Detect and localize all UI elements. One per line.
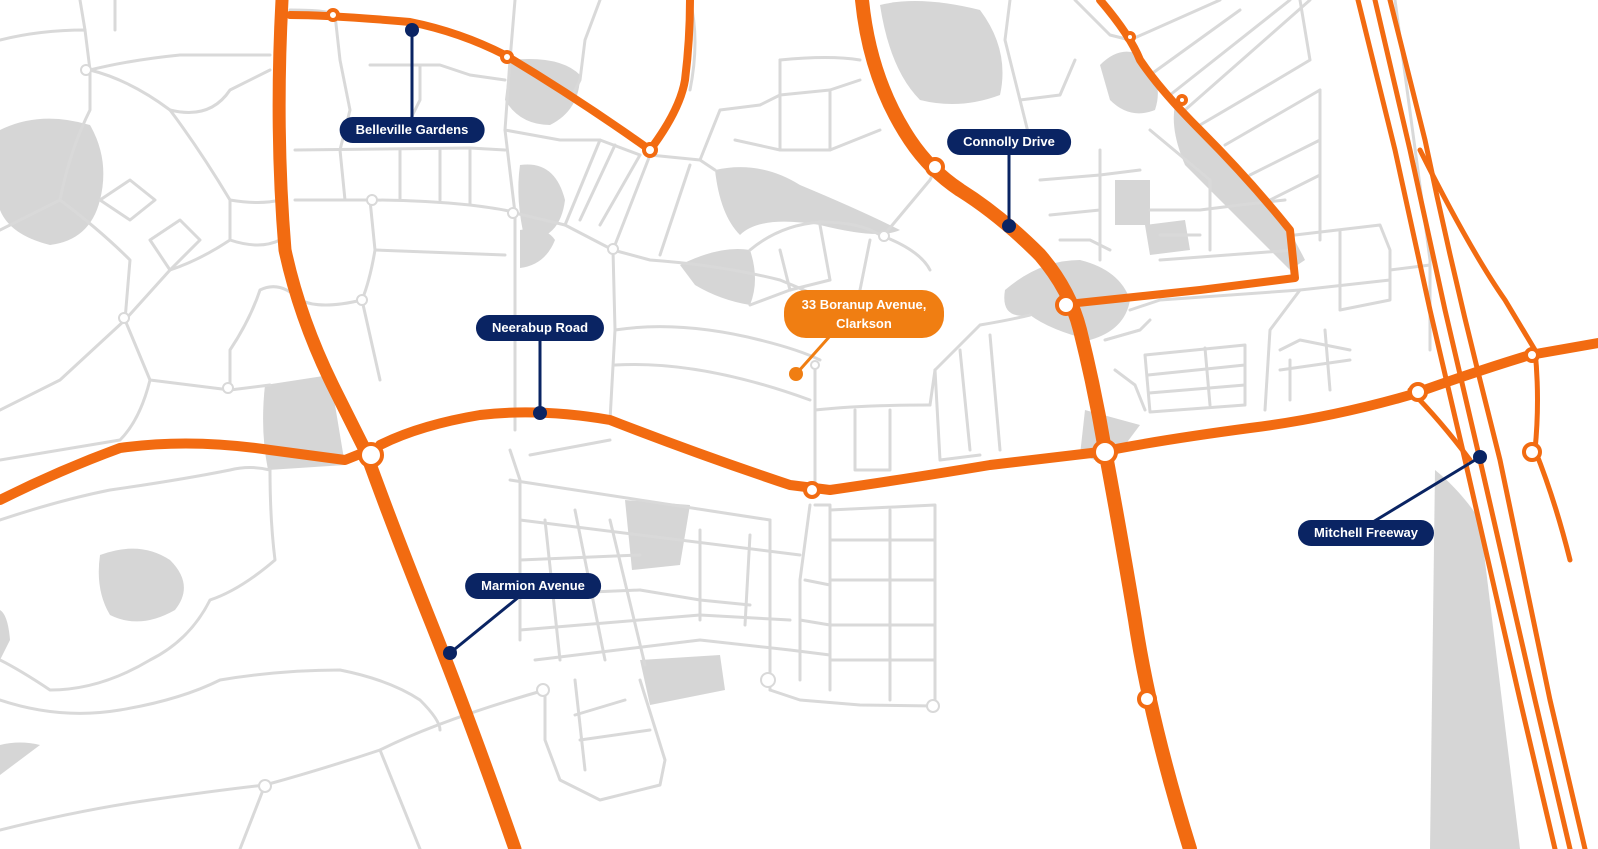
belleville-gardens-label[interactable]: Belleville Gardens bbox=[339, 117, 485, 143]
minor-junctions bbox=[80, 64, 940, 793]
label-pointers bbox=[405, 23, 1487, 660]
marmion-avenue-marker[interactable] bbox=[443, 646, 457, 660]
mitchell-freeway-label[interactable]: Mitchell Freeway bbox=[1297, 520, 1435, 546]
roundabouts bbox=[326, 8, 1542, 709]
connolly-drive-label[interactable]: Connolly Drive bbox=[947, 129, 1071, 155]
mitchell-freeway-marker[interactable] bbox=[1473, 450, 1487, 464]
property-location-marker[interactable] bbox=[789, 367, 803, 381]
marmion-avenue-label[interactable]: Marmion Avenue bbox=[465, 573, 601, 599]
connolly-drive-marker[interactable] bbox=[1002, 219, 1016, 233]
park-areas bbox=[0, 1, 1520, 849]
neerabup-road-label[interactable]: Neerabup Road bbox=[475, 315, 605, 341]
property-address-label[interactable]: 33 Boranup Avenue, Clarkson bbox=[784, 290, 944, 338]
neerabup-road-marker[interactable] bbox=[533, 406, 547, 420]
belleville-gardens-marker[interactable] bbox=[405, 23, 419, 37]
